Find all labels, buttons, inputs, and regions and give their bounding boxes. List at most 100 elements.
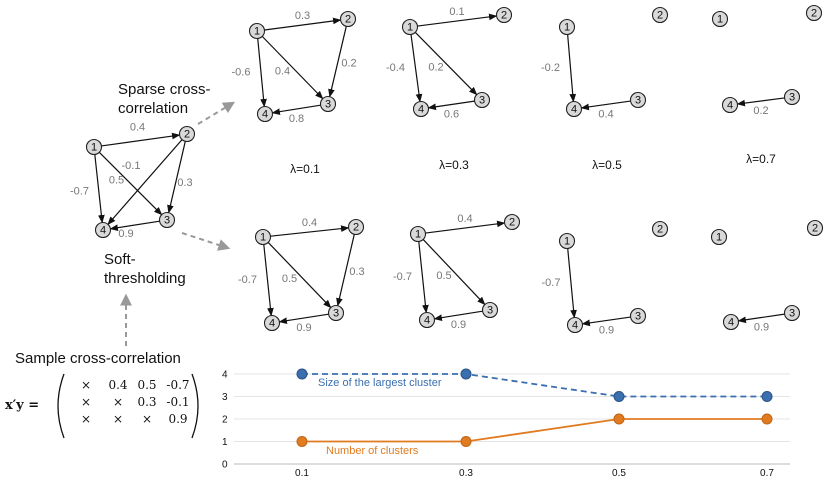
data-point <box>761 391 773 402</box>
svg-text:3: 3 <box>789 92 795 104</box>
node-1: 1 <box>409 225 427 243</box>
x-tick-label: 0.1 <box>295 468 309 479</box>
svg-text:2: 2 <box>353 222 359 234</box>
node-2: 2 <box>178 125 196 143</box>
svg-text:3: 3 <box>333 308 339 320</box>
edge-3-4 <box>580 100 631 111</box>
matrix-cell: 0.4 <box>108 378 127 392</box>
edge-3-4 <box>736 97 785 107</box>
node-1: 1 <box>85 138 103 156</box>
x-tick-label: 0.3 <box>459 468 473 479</box>
edge-3-4 <box>433 310 483 321</box>
edge-2-3 <box>167 141 186 214</box>
edge-1-2 <box>264 17 342 31</box>
y-tick-label: 0 <box>222 460 228 471</box>
node-4: 4 <box>412 100 430 118</box>
node-3: 3 <box>319 95 337 113</box>
caption-sample: Sample cross-correlation <box>15 350 181 367</box>
edge-1-4 <box>410 34 423 103</box>
data-point <box>296 436 308 447</box>
matrix-cell: 0.5 <box>137 378 156 392</box>
edge-1-4 <box>257 38 267 108</box>
edge-weight-label: 0.2 <box>428 62 443 74</box>
svg-text:2: 2 <box>657 10 663 22</box>
svg-text:1: 1 <box>564 236 570 248</box>
edge-weight-label: -0.4 <box>386 62 405 74</box>
edge-weight-label: 0.9 <box>296 322 311 334</box>
svg-text:3: 3 <box>325 99 331 111</box>
edge-weight-label: 0.4 <box>598 109 613 121</box>
data-point <box>460 436 472 447</box>
matrix-cell: -0.7 <box>166 378 189 392</box>
node-3: 3 <box>327 304 345 322</box>
x-tick-label: 0.5 <box>612 468 626 479</box>
node-4: 4 <box>263 314 281 332</box>
svg-text:3: 3 <box>789 308 795 320</box>
svg-text:1: 1 <box>415 229 421 241</box>
svg-text:3: 3 <box>487 305 493 317</box>
y-tick-label: 2 <box>222 415 228 426</box>
data-point <box>613 413 625 425</box>
matrix-cell: × <box>142 412 152 426</box>
caption-soft-line1: Soft- <box>104 251 136 268</box>
edge-weight-label: 0.4 <box>130 122 145 134</box>
edge-weight-label: -0.2 <box>541 62 560 74</box>
matrix-cell: -0.1 <box>166 395 189 409</box>
edge-3-4 <box>109 220 160 231</box>
arrow-to-sparse <box>197 101 236 125</box>
matrix-cell: × <box>81 412 91 426</box>
node-1: 1 <box>558 18 576 36</box>
graph-sparse-0.5: -0.2 0.4 1 2 3 4 <box>541 6 669 121</box>
node-2: 2 <box>347 218 365 236</box>
node-3: 3 <box>473 91 491 109</box>
edge-3-4 <box>581 316 631 327</box>
y-tick-label: 3 <box>222 392 228 403</box>
edge-weight-label: 0.9 <box>118 228 133 240</box>
node-4: 4 <box>566 316 584 334</box>
svg-text:1: 1 <box>564 22 570 34</box>
edge-weight-label: 0.3 <box>177 177 192 189</box>
legend-largest-cluster: Size of the largest cluster <box>318 377 442 389</box>
svg-text:2: 2 <box>812 223 818 235</box>
node-4: 4 <box>94 221 112 239</box>
matrix-cell: 0.3 <box>137 395 156 409</box>
svg-text:1: 1 <box>716 232 722 244</box>
node-2: 2 <box>503 213 521 231</box>
edge-1-2 <box>425 220 506 234</box>
edge-2-4 <box>107 139 183 225</box>
node-3: 3 <box>629 307 647 325</box>
svg-text:1: 1 <box>717 14 723 26</box>
y-tick-label: 4 <box>222 370 228 381</box>
svg-text:1: 1 <box>91 142 97 154</box>
node-3: 3 <box>629 91 647 109</box>
svg-text:1: 1 <box>260 232 266 244</box>
caption-soft-line2: thresholding <box>104 270 186 287</box>
edge-weight-label: -0.7 <box>238 274 257 286</box>
node-1: 1 <box>711 10 729 28</box>
matrix-cell: × <box>81 395 91 409</box>
svg-text:3: 3 <box>479 95 485 107</box>
node-4: 4 <box>565 100 583 118</box>
edge-1-4 <box>418 241 429 314</box>
edge-2-3 <box>336 234 355 307</box>
edge-3-4 <box>278 313 329 324</box>
svg-text:2: 2 <box>811 8 817 20</box>
svg-text:4: 4 <box>424 315 430 327</box>
edge-weight-label: 0.1 <box>449 6 464 18</box>
edge-1-3 <box>267 241 332 309</box>
edge-weight-label: 0.2 <box>341 58 356 70</box>
edge-1-4 <box>263 244 274 317</box>
edge-weight-label: 0.9 <box>754 322 769 334</box>
series-line-0 <box>302 373 767 398</box>
node-2: 2 <box>495 6 513 24</box>
node-2: 2 <box>805 4 823 22</box>
edge-weight-label: -0.1 <box>122 160 141 172</box>
node-2: 2 <box>806 219 824 237</box>
lambda-label-0.7: λ=0.7 <box>746 152 776 166</box>
